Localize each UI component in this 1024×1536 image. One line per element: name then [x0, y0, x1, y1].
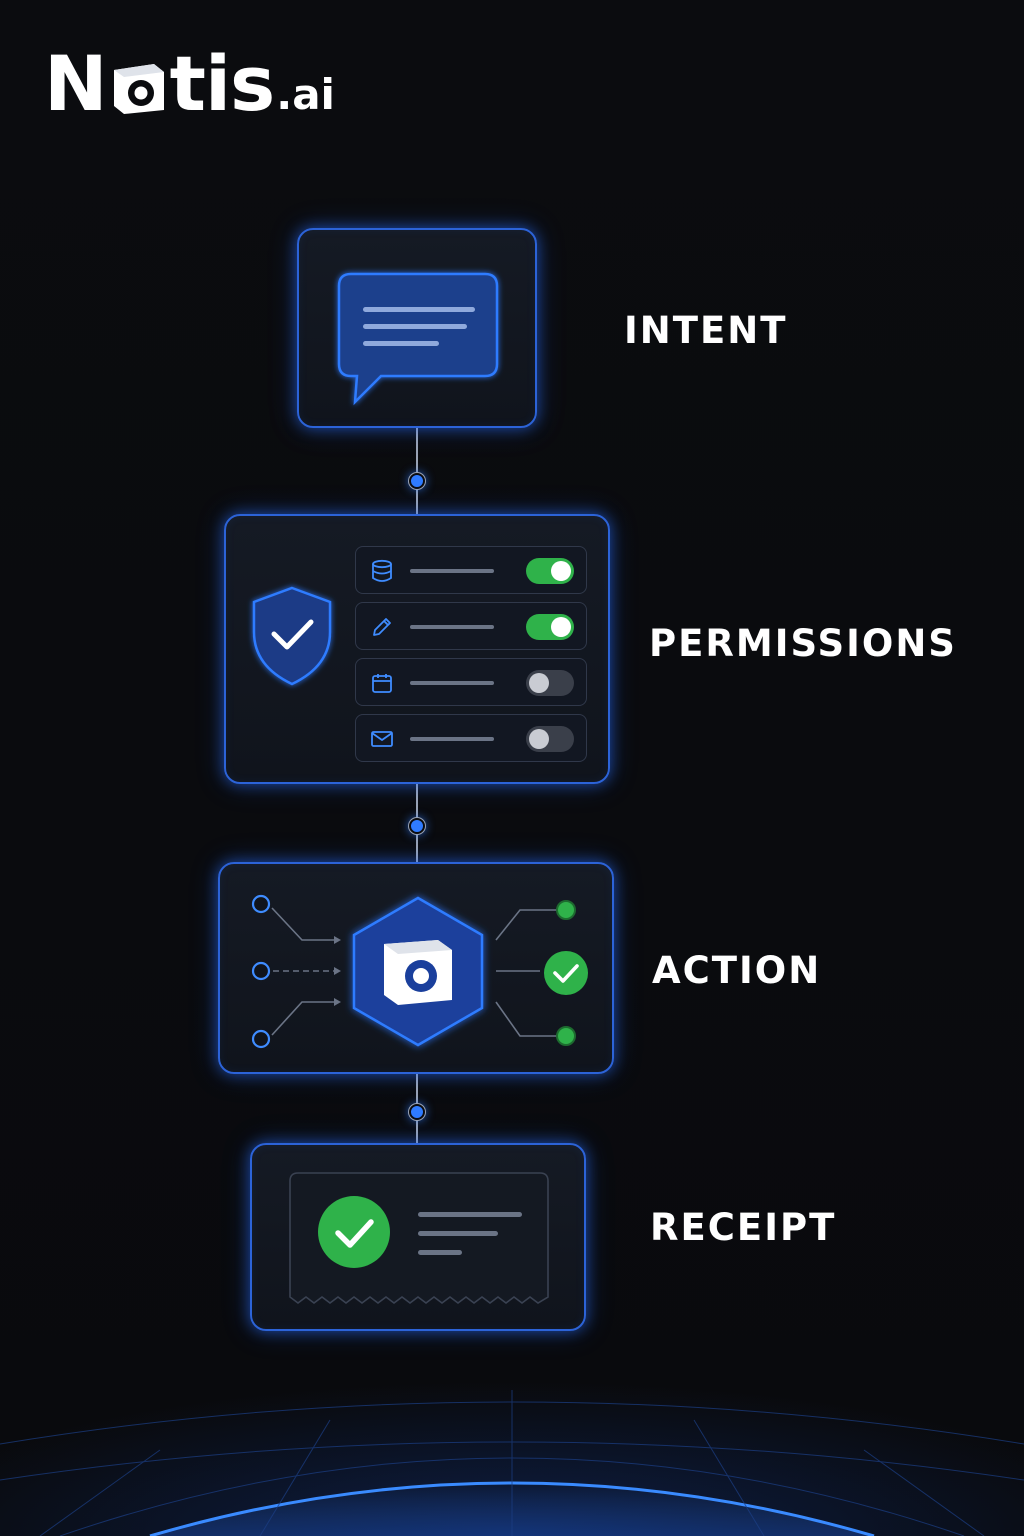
- toggle-knob: [551, 617, 571, 637]
- receipt-panel: [250, 1143, 586, 1331]
- logo-wordmark: N tis .ai: [44, 46, 335, 122]
- permission-row-calendar: [355, 658, 587, 706]
- permission-toggle-calendar[interactable]: [526, 670, 574, 696]
- step-label-action: ACTION: [652, 949, 822, 992]
- action-flow-graphic: [251, 894, 588, 1049]
- intent-panel: [297, 228, 537, 428]
- permission-toggle-mail[interactable]: [526, 726, 574, 752]
- step-label-receipt: RECEIPT: [650, 1206, 837, 1249]
- brand-logo: N tis .ai: [44, 42, 335, 122]
- step-label-permissions: PERMISSIONS: [649, 622, 957, 665]
- connector-line: [416, 428, 418, 514]
- hub-cube-icon: [384, 940, 452, 1005]
- logo-letters-tis: tis: [169, 39, 276, 128]
- toggle-knob: [551, 561, 571, 581]
- permission-row-mail: [355, 714, 587, 762]
- step-label-intent: INTENT: [624, 309, 788, 352]
- permission-toggle-database[interactable]: [526, 558, 574, 584]
- calendar-icon: [372, 674, 392, 693]
- permission-placeholder-line: [410, 569, 494, 573]
- globe-horizon-graphic: [0, 1390, 1024, 1536]
- permission-row-edit: [355, 602, 587, 650]
- permissions-panel: [224, 514, 610, 784]
- database-icon: [372, 559, 392, 582]
- permission-toggle-edit[interactable]: [526, 614, 574, 640]
- permission-placeholder-line: [410, 737, 494, 741]
- permission-placeholder-line: [410, 625, 494, 629]
- toggle-knob: [529, 729, 549, 749]
- pencil-icon: [373, 618, 391, 636]
- permission-placeholder-line: [410, 681, 494, 685]
- action-panel: [218, 862, 614, 1074]
- connector-node: [409, 473, 425, 489]
- receipt-check-icon: [289, 1172, 549, 1304]
- chat-bubble-icon: [337, 272, 499, 406]
- logo-letter-n: N: [44, 39, 108, 128]
- connector-node: [409, 818, 425, 834]
- mail-icon: [371, 731, 393, 747]
- toggle-knob: [529, 673, 549, 693]
- connector-node: [409, 1104, 425, 1120]
- shield-check-icon: [252, 586, 332, 686]
- logo-suffix: .ai: [276, 70, 335, 119]
- permission-row-database: [355, 546, 587, 594]
- input-nodes: [251, 894, 271, 1049]
- logo-cube-icon: [113, 64, 164, 114]
